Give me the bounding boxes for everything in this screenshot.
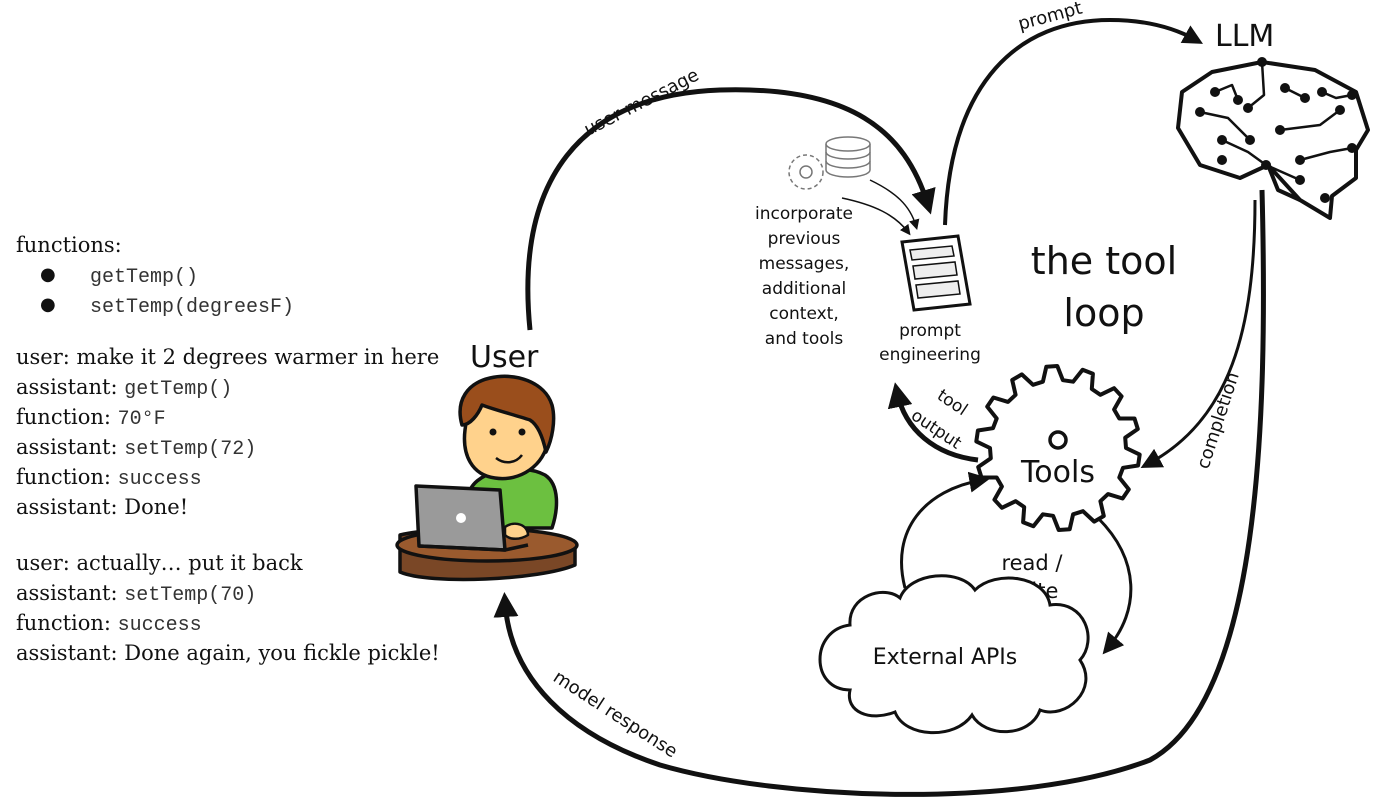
message-text: Done again, you fickle pickle! [124, 641, 440, 665]
diagram-title-line2: loop [1063, 291, 1144, 335]
prompt-engineering-label: prompt engineering [879, 321, 981, 365]
note-line: messages, [759, 254, 850, 274]
left-eye [489, 428, 497, 436]
note-line: and tools [765, 329, 844, 349]
laptop-base [418, 543, 529, 552]
prompt-arrow [943, 17, 1203, 226]
mouth [495, 454, 523, 464]
message-text: 70°F [117, 408, 166, 431]
conversation-line: user: make it 2 degrees warmer in here [16, 342, 440, 372]
role-label: assistant: [16, 435, 118, 459]
laptop-logo [456, 513, 466, 523]
role-label: user: [16, 345, 70, 369]
conversation-line: assistant: Done! [16, 492, 440, 522]
note-line: previous [768, 229, 841, 249]
llm-label: LLM [1215, 19, 1274, 54]
user-message-label: user message [581, 65, 703, 141]
incorporate-arrow [869, 179, 920, 231]
note-line: incorporate [755, 204, 853, 224]
tools-gear-icon [974, 364, 1142, 532]
message-text: success [117, 614, 202, 637]
document-icon [900, 234, 972, 312]
note-line: additional [762, 279, 846, 299]
write-arrow [1096, 516, 1133, 655]
tools-label: Tools [1020, 455, 1095, 490]
conversation-line: assistant: getTemp() [16, 372, 440, 402]
conversation-line: assistant: setTemp(70) [16, 578, 440, 608]
message-text: success [117, 468, 202, 491]
role-label: function: [16, 465, 111, 489]
role-label: assistant: [16, 495, 118, 519]
brain-icon [1176, 57, 1370, 220]
message-text: make it 2 degrees warmer in here [76, 345, 440, 369]
function-item: ● getTemp() [16, 260, 440, 290]
function-name: getTemp() [90, 266, 199, 289]
conversation-line: function: success [16, 462, 440, 492]
model-response-arrow [493, 189, 1266, 797]
note-line: context, [769, 304, 838, 324]
user-figure [395, 374, 579, 582]
message-text: getTemp() [124, 378, 233, 401]
external-apis-label: External APIs [873, 645, 1018, 670]
right-eye [518, 428, 526, 436]
conversation-line: assistant: Done again, you fickle pickle… [16, 638, 440, 668]
conversation-line: user: actually… put it back [16, 548, 440, 578]
bullet-icon: ● [40, 294, 56, 315]
conversation-panel: functions: ● getTemp() ● setTemp(degreesF)… [16, 230, 440, 668]
gear-database-icon [788, 136, 871, 190]
function-name: setTemp(degreesF) [90, 296, 295, 319]
functions-heading: functions: [16, 233, 122, 257]
message-text: actually… put it back [76, 551, 303, 575]
hair [458, 374, 556, 454]
tool-label: tool [933, 386, 971, 421]
conversation-line: function: success [16, 608, 440, 638]
conversation-line: function: 70°F [16, 402, 440, 432]
function-item: ● setTemp(degreesF) [16, 290, 440, 320]
label-line: engineering [879, 345, 981, 365]
role-label: assistant: [16, 641, 118, 665]
role-label: user: [16, 551, 70, 575]
conversation-line: assistant: setTemp(72) [16, 432, 440, 462]
tool-output-arrow [887, 382, 979, 463]
role-label: function: [16, 405, 111, 429]
role-label: assistant: [16, 375, 118, 399]
label-line: prompt [899, 321, 961, 341]
bullet-icon: ● [40, 264, 56, 285]
role-label: function: [16, 611, 111, 635]
message-text: setTemp(70) [124, 584, 257, 607]
read-arrow [900, 471, 991, 589]
incorporate-arrow [841, 197, 911, 236]
completion-arrow [1140, 199, 1257, 468]
message-text: setTemp(72) [124, 438, 257, 461]
hand [503, 522, 530, 540]
user-message-arrow [525, 87, 936, 331]
incorporate-note: incorporate previous messages, additiona… [755, 204, 853, 349]
diagram-title-line1: the tool [1031, 239, 1177, 283]
read-write-line1: read / [1001, 551, 1063, 575]
functions-list: ● getTemp() ● setTemp(degreesF) [16, 260, 440, 320]
role-label: assistant: [16, 581, 118, 605]
user-label: User [470, 340, 539, 375]
message-text: Done! [124, 495, 189, 519]
cloud-icon [818, 574, 1090, 735]
